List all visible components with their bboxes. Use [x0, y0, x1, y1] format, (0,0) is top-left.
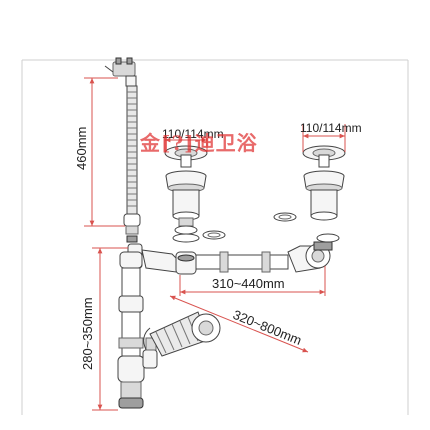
overflow-standpipe [104, 57, 141, 243]
label-basin-right: 110/114mm [300, 121, 362, 135]
label-horizontal-span: 310~440mm [212, 276, 285, 291]
left-basin-waste [164, 145, 208, 243]
label-standpipe-height: 460mm [74, 127, 89, 170]
label-trap-height: 280~350mm [80, 297, 95, 370]
frame-guides [21, 59, 409, 415]
trap-assembly [117, 251, 158, 409]
right-basin-waste [202, 145, 346, 243]
watermark-text: 金[?]迪卫浴 [139, 131, 258, 155]
dimension-lines [84, 77, 346, 411]
label-diagonal-span: 320~800mm [231, 307, 304, 348]
label-basin-left: 110/114mm [162, 127, 224, 141]
connector-pipe [127, 241, 333, 275]
